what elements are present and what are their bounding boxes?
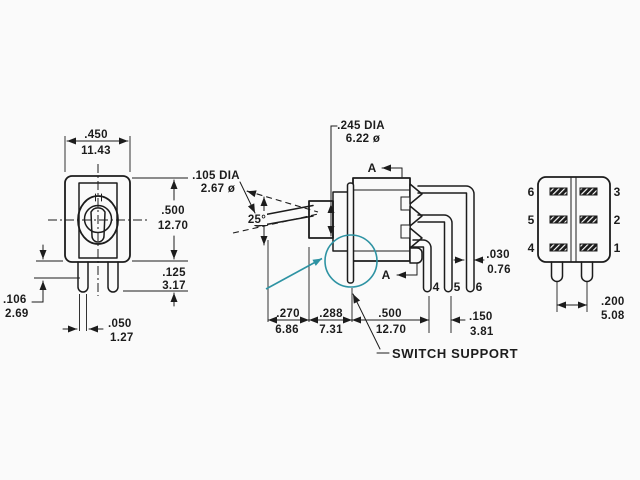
dim-lever-travel-in: .270 [276, 308, 300, 320]
dim-pin-thickness-in: .030 [486, 249, 510, 261]
pin-width-extension-lines [79, 294, 87, 331]
pin-4-label: 4 [433, 280, 440, 294]
terminal-lugs [400, 183, 423, 264]
switch-support-callout: SWITCH SUPPORT [352, 293, 518, 361]
terminal-right-pin [580, 261, 594, 283]
dim-bushing-len-mm: 7.31 [319, 324, 343, 336]
pin-5 [417, 214, 453, 293]
pin-4 [412, 239, 432, 293]
terminal-6-label: 6 [528, 185, 535, 199]
pin-5-label: 5 [454, 280, 461, 294]
terminal-2-label: 2 [614, 213, 621, 227]
lever-upper-throw-line [246, 190, 319, 213]
dim-pin-spacing: .200 5.08 [556, 282, 625, 322]
dim-lever-dia: .105 DIA 2.67 ø [192, 170, 256, 214]
bushing [308, 200, 334, 239]
dim-throw-angle-value: 25° [248, 214, 266, 226]
dim-front-standoff-mm: 2.69 [5, 308, 29, 320]
dim-front-pin-width-mm: 1.27 [110, 332, 134, 344]
switch-support-label: SWITCH SUPPORT [392, 346, 518, 361]
section-label-top: A [368, 161, 377, 175]
dim-front-pin-length-in: .125 [162, 267, 186, 279]
terminal-3-label: 3 [614, 185, 621, 199]
terminal-left-pin [550, 261, 564, 283]
pin-6 [417, 185, 475, 293]
side-view: 25° .105 DIA 2.67 ø .245 DIA 6.22 ø [192, 120, 518, 361]
dim-body-len-in: .500 [378, 308, 402, 320]
dim-front-width-in: .450 [84, 129, 108, 141]
dim-front-width: .450 11.43 [64, 128, 131, 172]
front-view: .450 11.43 .500 12.70 .125 3.17 .106 2.6… [3, 128, 188, 344]
terminal-center-divider [570, 176, 577, 263]
dim-pin-pitch-in: .150 [469, 311, 493, 323]
front-frame-inner [78, 182, 118, 259]
front-left-pin [77, 261, 89, 293]
front-keyway-notch [95, 193, 102, 202]
front-toggle-lever-end [90, 207, 106, 243]
side-body-cap-lines [352, 189, 411, 252]
dim-pin-thickness-mm: 0.76 [487, 264, 511, 276]
section-label-bottom: A [382, 268, 391, 282]
front-body-outline [64, 175, 131, 263]
dim-lever-dia-mm: 2.67 ø [201, 183, 235, 195]
front-right-pin [107, 261, 119, 293]
dim-front-standoff-in: .106 [3, 294, 27, 306]
dim-front-height-in: .500 [161, 205, 185, 217]
dim-pin-pitch-mm: 3.81 [470, 326, 494, 338]
dim-body-len-mm: 12.70 [376, 324, 406, 336]
detail-callout-circle [324, 234, 378, 288]
mounting-flange [332, 191, 349, 252]
terminal-1-label: 1 [614, 241, 621, 255]
terminal-4-label: 4 [528, 241, 535, 255]
section-arrow-bottom: A [382, 262, 418, 282]
terminal-view: 6 5 4 3 2 1 .200 5.08 [528, 176, 625, 322]
section-arrow-top: A [368, 161, 403, 178]
dim-front-width-mm: 11.43 [81, 145, 111, 157]
dim-front-height-mm: 12.70 [158, 220, 188, 232]
terminal-body-outline [537, 176, 611, 263]
throw-direction-arrow [246, 190, 257, 198]
pin-6-label: 6 [476, 280, 483, 294]
dim-front-pin-width-in: .050 [108, 318, 132, 330]
dim-bushing-dia-mm: 6.22 ø [346, 133, 380, 145]
dim-pin-spacing-mm: 5.08 [601, 310, 625, 322]
switch-support-bracket [346, 182, 355, 284]
detail-callout-arrow [265, 257, 323, 290]
dim-front-pin-length: .125 3.17 [123, 267, 188, 307]
front-bushing-circle [77, 195, 119, 245]
dim-front-pin-length-mm: 3.17 [162, 280, 186, 292]
dim-bushing-len-in: .288 [319, 308, 343, 320]
dim-pin-thickness: .030 0.76 [453, 249, 511, 276]
dim-lever-travel-mm: 6.86 [275, 324, 299, 336]
dim-front-pin-width: .050 1.27 [62, 318, 134, 344]
dim-bushing-dia: .245 DIA 6.22 ø [327, 120, 385, 237]
dim-bushing-dia-in: .245 DIA [337, 120, 385, 132]
dim-lever-dia-in: .105 DIA [192, 170, 240, 182]
dim-front-height: .500 12.70 [132, 177, 188, 262]
side-pins [412, 185, 475, 293]
dim-pin-spacing-in: .200 [601, 296, 625, 308]
dim-throw-angle: 25° [246, 196, 268, 246]
terminal-slots [549, 187, 598, 252]
front-bushing-ring [83, 204, 113, 234]
dim-front-standoff: .106 2.69 [3, 244, 80, 320]
bottom-dimension-chain: .270 6.86 .288 7.31 .500 12.70 .150 3.81 [267, 240, 494, 338]
terminal-5-label: 5 [528, 213, 535, 227]
